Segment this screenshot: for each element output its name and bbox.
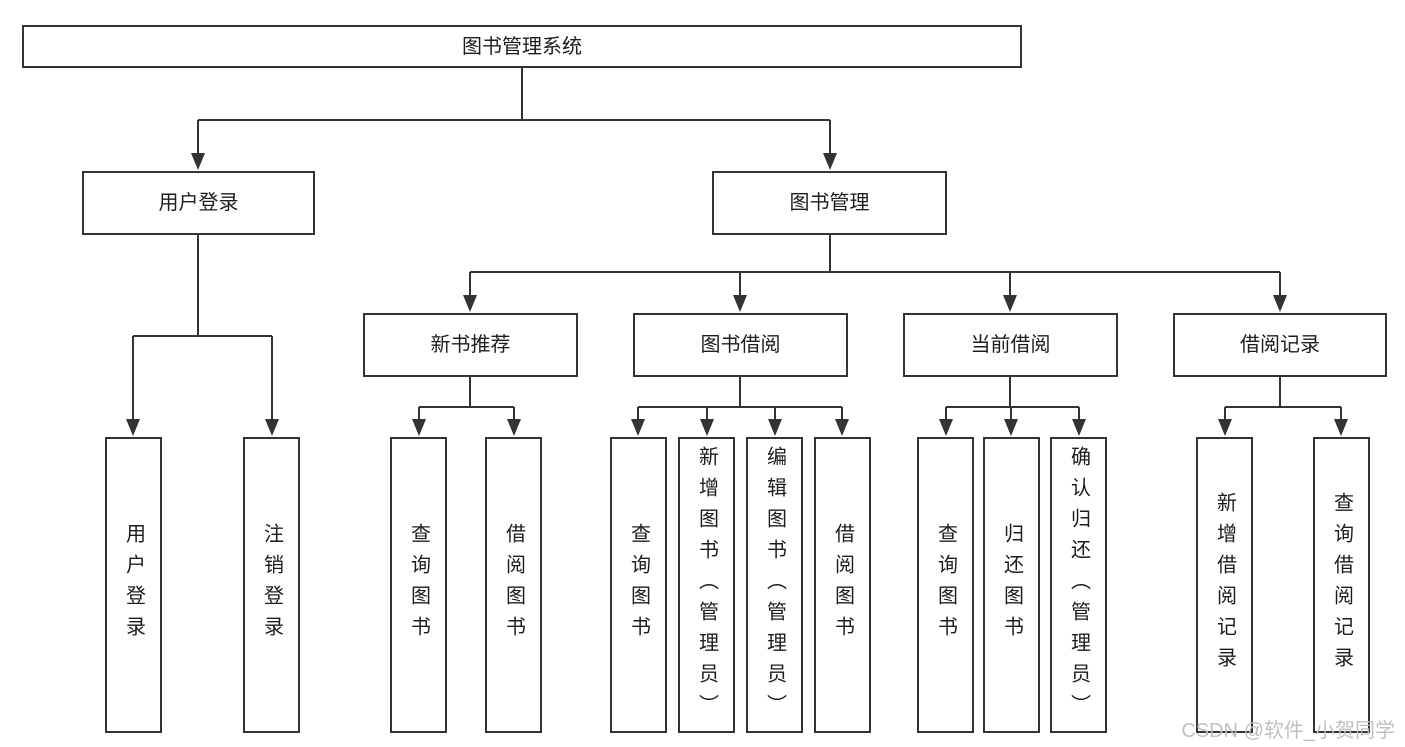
node-label: 当前借阅 — [970, 334, 1051, 356]
arrowheads — [126, 153, 1348, 436]
leaf-borrow-books-borrowing: 借阅图书 — [814, 437, 871, 733]
leaf-return-books: 归还图书 — [983, 437, 1040, 733]
node-label: 注销登录 — [260, 523, 283, 647]
leaf-query-borrowing-record: 查询借阅记录 — [1313, 437, 1370, 733]
node-label: 借阅图书 — [502, 523, 525, 647]
node-label: 新增借阅记录 — [1213, 492, 1236, 678]
node-book-borrowing: 图书借阅 — [633, 313, 848, 377]
node-label: 用户登录 — [122, 523, 145, 647]
node-label: 借阅记录 — [1240, 334, 1320, 356]
leaf-query-books-borrowing: 查询图书 — [610, 437, 667, 733]
node-label: 编辑图书（管理员） — [763, 445, 786, 725]
node-user-login: 用户登录 — [82, 171, 315, 235]
leaf-add-books-admin: 新增图书（管理员） — [678, 437, 735, 733]
node-library-management-system: 图书管理系统 — [22, 25, 1022, 68]
node-book-management: 图书管理 — [712, 171, 947, 235]
node-label: 用户登录 — [158, 192, 239, 214]
leaf-logout: 注销登录 — [243, 437, 300, 733]
node-label: 图书管理系统 — [462, 35, 582, 58]
leaf-add-borrowing-record: 新增借阅记录 — [1196, 437, 1253, 733]
leaf-edit-books-admin: 编辑图书（管理员） — [746, 437, 803, 733]
node-label: 借阅图书 — [831, 523, 854, 647]
node-label: 查询图书 — [407, 523, 430, 647]
node-label: 查询图书 — [934, 523, 957, 647]
leaf-confirm-return-admin: 确认归还（管理员） — [1050, 437, 1107, 733]
node-label: 查询图书 — [627, 523, 650, 647]
leaf-borrow-books-recommend: 借阅图书 — [485, 437, 542, 733]
leaf-query-books-current: 查询图书 — [917, 437, 974, 733]
node-current-borrowing: 当前借阅 — [903, 313, 1118, 377]
node-label: 归还图书 — [1000, 523, 1023, 647]
node-borrowing-records: 借阅记录 — [1173, 313, 1387, 377]
node-label: 新增图书（管理员） — [695, 445, 718, 725]
tree-edges — [132, 68, 1342, 421]
node-label: 新书推荐 — [430, 334, 511, 356]
node-new-book-recommend: 新书推荐 — [363, 313, 578, 377]
node-label: 图书借阅 — [700, 334, 781, 356]
node-label: 图书管理 — [789, 192, 870, 214]
node-label: 确认归还（管理员） — [1067, 445, 1090, 725]
leaf-user-login: 用户登录 — [105, 437, 162, 733]
leaf-query-books-recommend: 查询图书 — [390, 437, 447, 733]
node-label: 查询借阅记录 — [1330, 492, 1353, 678]
csdn-watermark: CSDN @软件_小贺同学 — [1181, 720, 1395, 742]
